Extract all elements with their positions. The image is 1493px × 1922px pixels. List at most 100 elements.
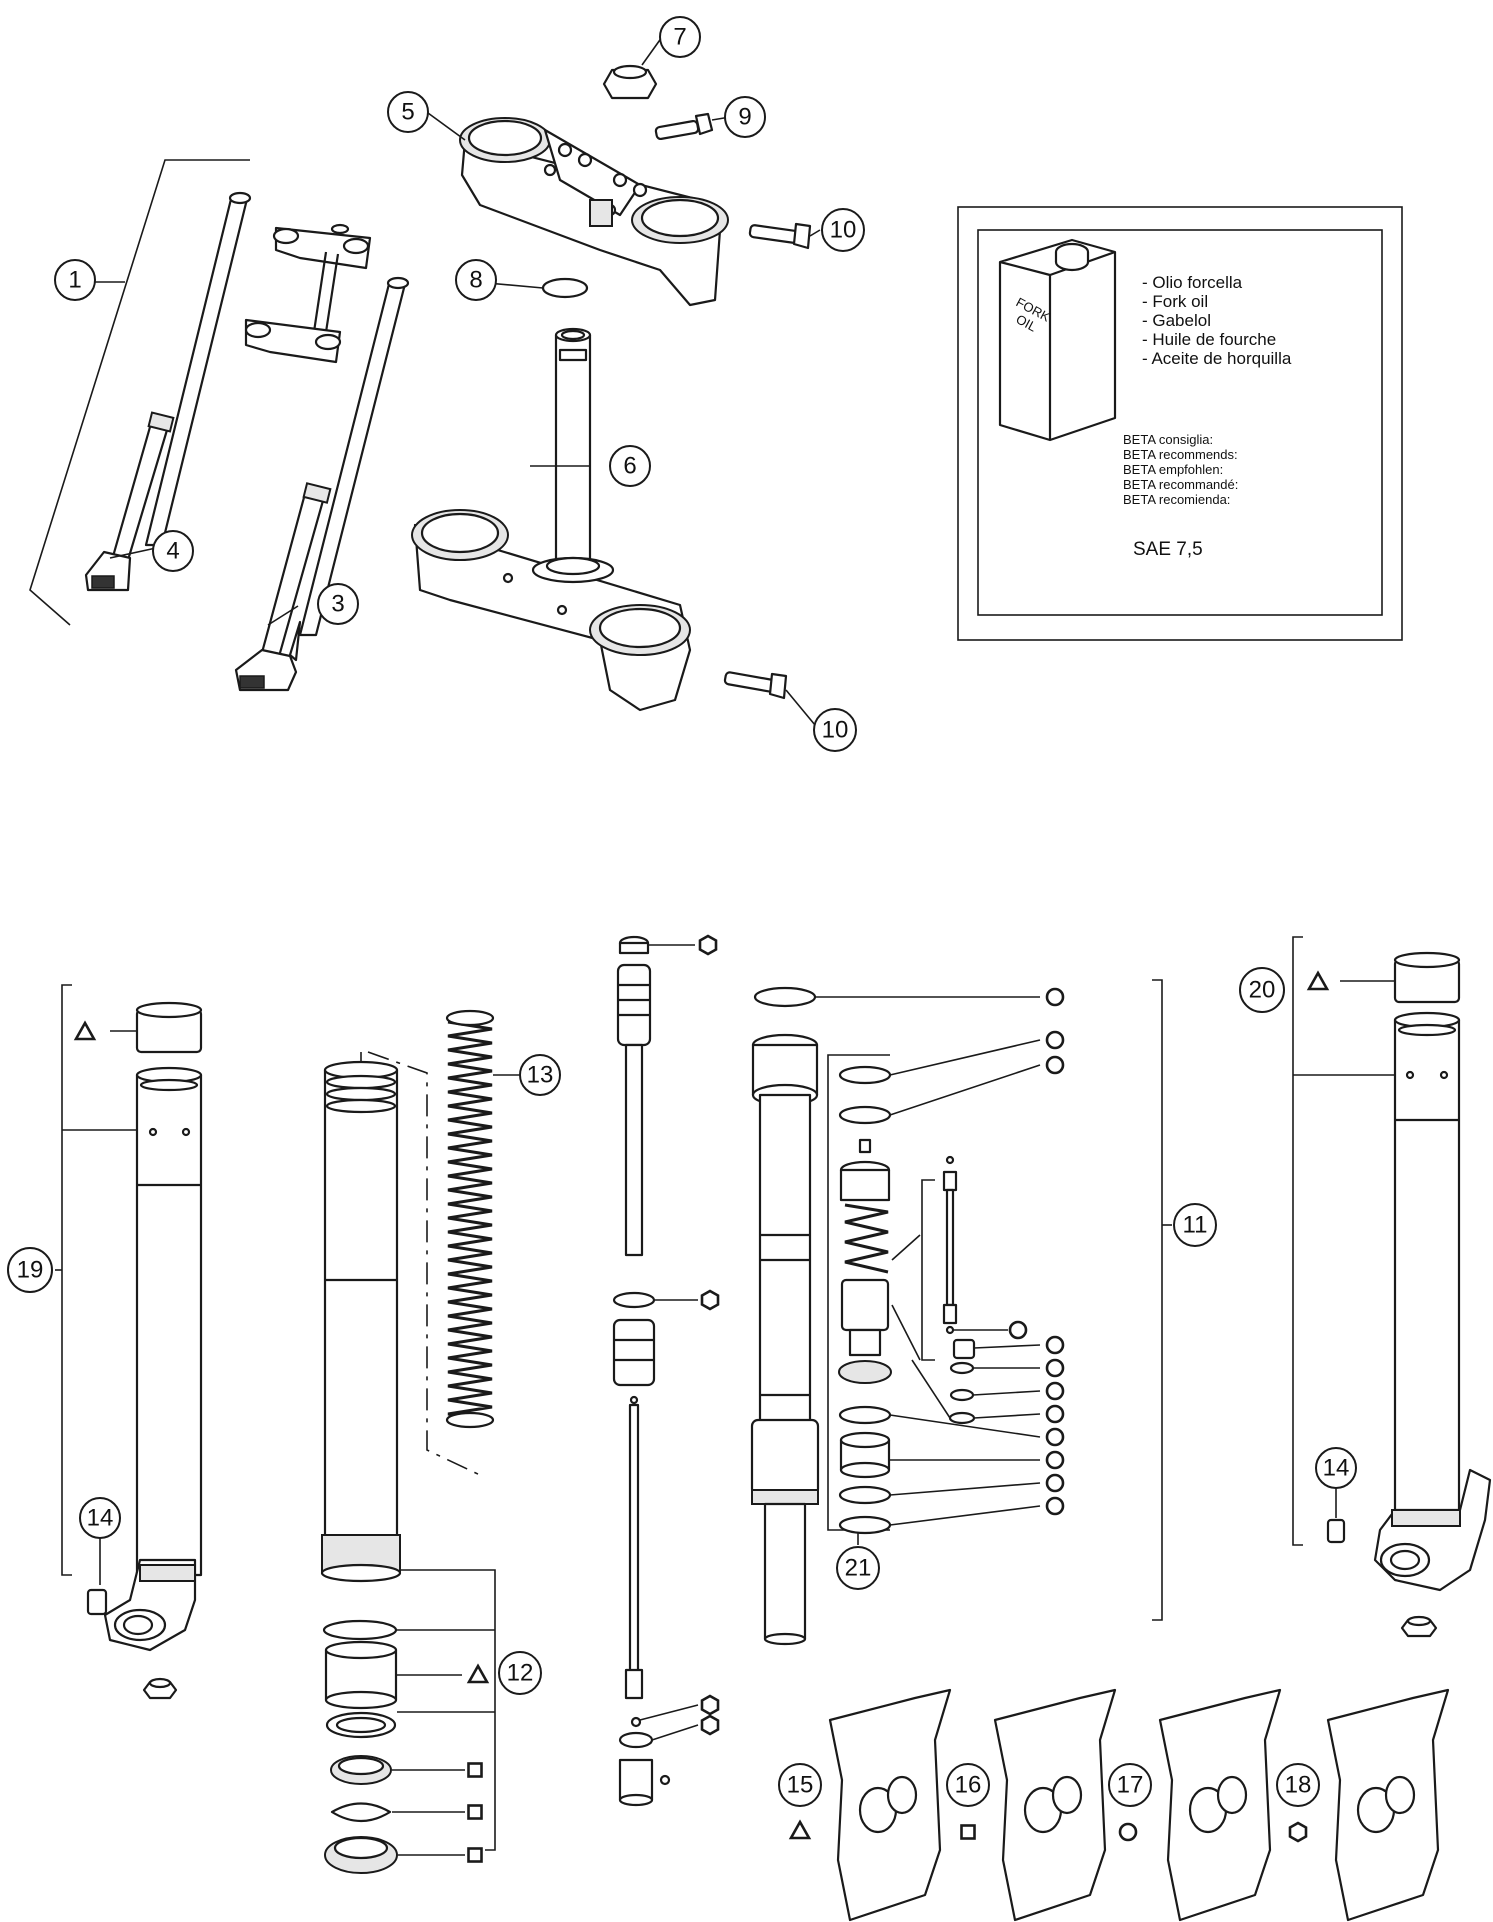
callout-20: 20 [1239,967,1285,1013]
svg-text:13: 13 [527,1062,554,1089]
circle-icon [1045,1335,1065,1355]
leader-lines-top [95,36,821,726]
oil-name-it: - Olio forcella [1142,273,1243,292]
valve-assembly [827,1039,1041,1545]
kit-symbols [74,934,1329,1863]
circle-icon [1045,987,1065,1007]
callout-5: 5 [387,91,429,133]
right-outer-tube [1292,936,1492,1638]
kit-bag-18 [1326,1688,1450,1922]
clamp-bolt-mid [748,222,812,250]
circle-icon [1045,1427,1065,1447]
circle-icon [1045,1473,1065,1493]
cartridge-rod [612,935,699,1807]
square-icon [467,1804,483,1820]
oil-name-de: - Gabelol [1142,311,1211,330]
callout-15: 15 [778,1763,822,1807]
recommend-it: BETA consiglia: [1123,432,1213,447]
recommend-fr: BETA recommandé: [1123,477,1238,492]
steering-o-ring [541,277,589,299]
circle-icon [1045,1404,1065,1424]
svg-text:6: 6 [623,453,636,480]
callout-13: 13 [519,1054,561,1096]
hexagon-icon [700,1714,720,1736]
svg-text:10: 10 [822,717,849,744]
svg-text:4: 4 [166,538,179,565]
callout-3: 3 [317,583,359,625]
recommend-es: BETA recomienda: [1123,492,1230,507]
fork-oil-box: FORK OIL - Olio forcella - Fork oil - Ga… [957,206,1403,641]
square-icon [467,1762,483,1778]
callout-10-upper: 10 [821,208,865,252]
kit-bag-16 [993,1688,1117,1922]
circle-icon [1045,1496,1065,1516]
svg-text:7: 7 [673,24,686,51]
callout-6: 6 [609,445,651,487]
hexagon-icon [700,1694,720,1716]
triangle-icon [789,1820,811,1840]
circle-icon [1045,1358,1065,1378]
right-fork-leg [234,276,410,692]
fork-spring [445,1009,520,1429]
top-nut [602,64,658,100]
svg-text:16: 16 [955,1772,982,1799]
clamp-bolt-upper [654,112,714,141]
callout-18: 18 [1276,1763,1320,1807]
svg-text:14: 14 [1323,1455,1350,1482]
circle-icon [1045,1030,1065,1050]
triangle-icon [74,1021,96,1041]
svg-text:14: 14 [87,1505,114,1532]
callout-14-right: 14 [1315,1447,1357,1489]
callout-8: 8 [455,259,497,301]
callout-1: 1 [54,259,96,301]
svg-text:18: 18 [1285,1772,1312,1799]
cartridge-tube [750,986,1040,1646]
left-outer-tube [55,984,203,1700]
triangle-icon [1307,971,1329,991]
callout-10-lower: 10 [813,708,857,752]
svg-text:12: 12 [507,1660,534,1687]
callout-11: 11 [1173,1203,1217,1247]
cartridge-bracket [1152,979,1172,1621]
callout-14-left: 14 [79,1497,121,1539]
oil-name-en: - Fork oil [1142,292,1208,311]
callout-12: 12 [498,1651,542,1695]
circle-icon [1118,1822,1138,1842]
callout-16: 16 [946,1763,990,1807]
hexagon-icon [700,1289,720,1311]
kit-bag-15 [828,1688,952,1922]
circle-icon [1045,1055,1065,1075]
seal-stack [322,1569,496,1874]
svg-text:10: 10 [830,217,857,244]
hexagon-icon [1288,1821,1308,1843]
svg-text:5: 5 [401,99,414,126]
square-icon [467,1847,483,1863]
svg-text:1: 1 [68,267,81,294]
callout-21: 21 [836,1546,880,1590]
svg-text:19: 19 [17,1257,44,1284]
svg-text:9: 9 [738,104,751,131]
inner-tube [320,1051,481,1583]
upper-triple-clamp [459,117,729,307]
fork-assembly-bracket [29,159,250,626]
recommend-de: BETA empfohlen: [1123,462,1223,477]
oil-grade: SAE 7,5 [1133,539,1203,560]
lower-triple-clamp [411,327,692,712]
square-icon [960,1824,976,1840]
oil-name-es: - Aceite de horquilla [1142,349,1292,368]
left-fork-leg [84,191,252,592]
hexagon-icon [698,934,718,956]
triangle-icon [467,1664,489,1684]
callout-17: 17 [1108,1763,1152,1807]
mini-triple-clamp [244,223,372,364]
callout-7: 7 [659,16,701,58]
callout-9: 9 [724,96,766,138]
kit-bags [828,1688,1450,1922]
svg-text:21: 21 [845,1555,872,1582]
oil-name-fr: - Huile de fourche [1142,330,1276,349]
svg-text:17: 17 [1117,1772,1144,1799]
leader-lines-bottom [99,980,1395,1585]
svg-text:20: 20 [1249,977,1276,1004]
callouts: 1 4 3 5 7 9 10 8 6 10 13 19 20 11 21 12 … [7,16,1357,1807]
